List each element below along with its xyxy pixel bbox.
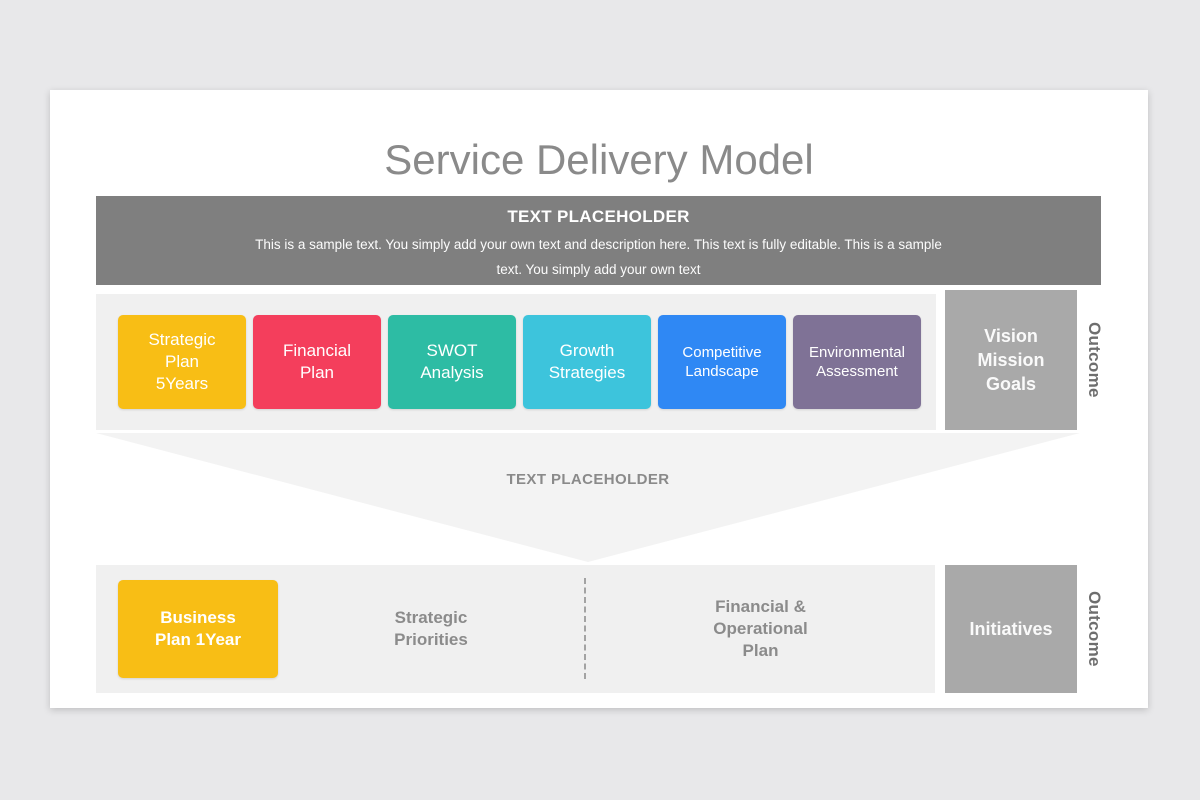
box-label: Strategic Plan 5Years bbox=[148, 329, 216, 394]
slide-title: Service Delivery Model bbox=[384, 136, 814, 183]
funnel-shape bbox=[96, 433, 1080, 562]
banner-heading: TEXT PLACEHOLDER bbox=[507, 207, 690, 226]
box-label: Competitive Landscape bbox=[682, 343, 762, 381]
box-swot-analysis: SWOT Analysis bbox=[388, 315, 516, 409]
outcome-label-top: Outcome bbox=[1085, 322, 1104, 398]
initiatives-box: Initiatives bbox=[945, 565, 1077, 693]
box-label: Growth Strategies bbox=[548, 340, 626, 382]
top-row-strip: Strategic Plan 5Years Financial Plan SWO… bbox=[96, 294, 936, 430]
slide: Service Delivery Model TEXT PLACEHOLDER … bbox=[50, 90, 1148, 708]
text-placeholder-banner: TEXT PLACEHOLDER This is a sample text. … bbox=[96, 196, 1101, 285]
box-label: Business Plan 1Year bbox=[154, 607, 241, 649]
outcome-label-bottom: Outcome bbox=[1085, 591, 1104, 667]
funnel-text-placeholder: TEXT PLACEHOLDER bbox=[506, 471, 670, 488]
banner-body-text: This is a sample text. You simply add yo… bbox=[255, 237, 942, 277]
box-label: SWOT Analysis bbox=[420, 340, 484, 382]
box-competitive-landscape: Competitive Landscape bbox=[658, 315, 786, 409]
vision-mission-goals-box: Vision Mission Goals bbox=[945, 290, 1077, 430]
label-financial-operational-plan: Financial & Operational Plan bbox=[713, 596, 808, 661]
box-label: Environmental Assessment bbox=[809, 343, 905, 381]
box-label: Financial Plan bbox=[282, 340, 352, 382]
box-growth-strategies: Growth Strategies bbox=[523, 315, 651, 409]
box-environmental-assessment: Environmental Assessment bbox=[793, 315, 921, 409]
box-business-plan-1year: Business Plan 1Year bbox=[118, 580, 278, 678]
box-financial-plan: Financial Plan bbox=[253, 315, 381, 409]
result-box-label: Initiatives bbox=[969, 618, 1053, 639]
bottom-row-strip: Business Plan 1Year Strategic Priorities… bbox=[96, 565, 935, 693]
box-strategic-plan-5years: Strategic Plan 5Years bbox=[118, 315, 246, 409]
funnel-triangle bbox=[96, 433, 1080, 562]
result-box-label: Vision Mission Goals bbox=[977, 325, 1045, 395]
label-strategic-priorities: Strategic Priorities bbox=[394, 607, 468, 649]
dashed-divider bbox=[584, 578, 586, 679]
